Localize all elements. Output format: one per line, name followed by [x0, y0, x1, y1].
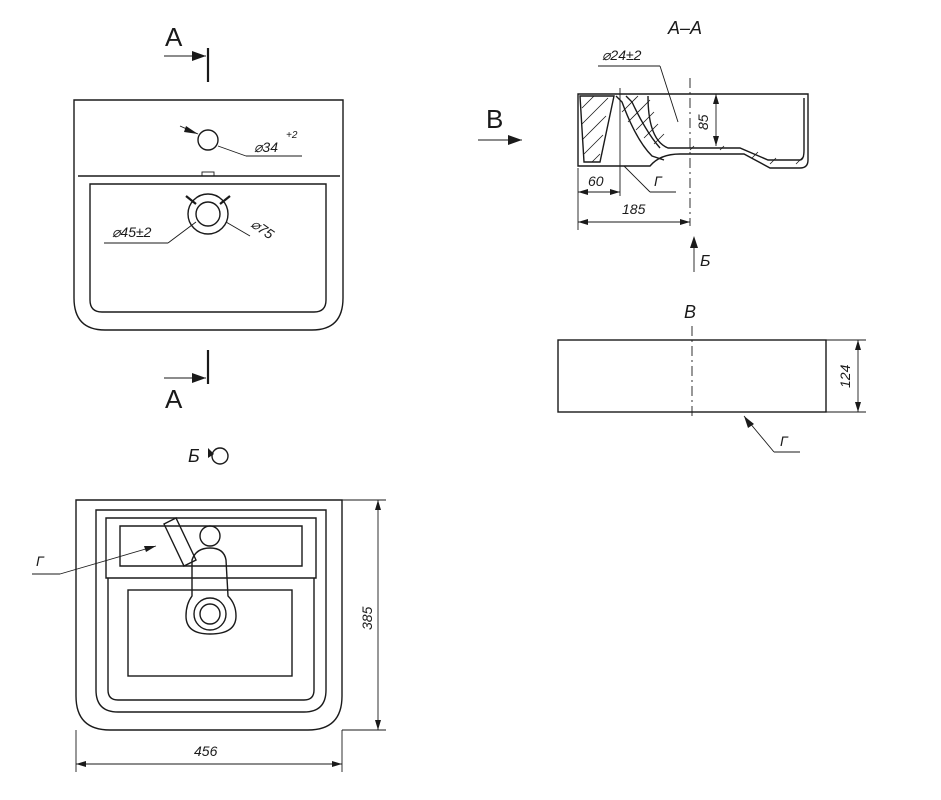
height-124-dim: 124	[837, 364, 853, 388]
view-arrow-label: В	[486, 104, 503, 134]
offset-60-dim: 60	[588, 173, 604, 189]
arrowhead	[855, 402, 861, 412]
overflow-channel	[615, 95, 665, 161]
arrowhead	[192, 51, 206, 61]
section-title: А–А	[667, 18, 702, 38]
overflow-channel-inner	[625, 95, 661, 149]
overflow-slot	[201, 171, 215, 177]
faucet-hole-tol: +2	[286, 130, 298, 141]
hatched-wall	[579, 95, 615, 163]
drain-outlet	[193, 597, 227, 631]
faucet-hole-bottom	[199, 525, 221, 547]
leader	[59, 545, 157, 575]
section-mark-top: А	[165, 22, 183, 52]
faucet-hole-dim: ⌀34	[254, 139, 278, 155]
arrowhead	[332, 761, 342, 767]
depth-dim: 85	[695, 114, 711, 130]
bowl-bottom	[107, 578, 315, 701]
arrowhead	[713, 136, 719, 146]
leader	[219, 195, 231, 205]
width-456-dim: 456	[194, 743, 218, 759]
top-plan-view: А А ⌀34 +2 ⌀45±2 ⌀75	[73, 22, 344, 414]
arrowhead	[144, 546, 156, 552]
g-view-b-label: Г	[780, 433, 789, 449]
leader	[659, 65, 679, 123]
view-b-title: В	[684, 302, 696, 322]
rotation-symbol-icon	[211, 447, 229, 465]
overflow-hole-dim: ⌀24±2	[602, 47, 642, 63]
bottom-outline	[75, 499, 343, 731]
arrowhead	[690, 236, 698, 248]
arrowhead	[375, 500, 381, 510]
hatching	[581, 95, 805, 165]
bowl-profile	[647, 95, 805, 161]
faucet-hole	[197, 129, 219, 151]
arrowhead	[744, 416, 754, 428]
section-a-a: А–А В	[478, 18, 809, 272]
leader	[623, 165, 651, 193]
leader	[225, 221, 251, 237]
arrowhead	[508, 135, 522, 145]
arrowhead	[578, 189, 588, 195]
section-arrow-label: Б	[700, 253, 710, 270]
overflow-tube	[163, 517, 197, 567]
drain-body	[185, 547, 237, 635]
bottom-view: Б Г 385	[32, 446, 386, 772]
offset-185-dim: 185	[622, 201, 646, 217]
g-bottom-label: Г	[36, 553, 45, 569]
arrowhead	[375, 720, 381, 730]
arrowhead	[192, 373, 206, 383]
rim-slot	[105, 517, 317, 579]
section-outline	[577, 93, 809, 169]
leader	[185, 195, 197, 205]
drain-ring	[187, 193, 229, 235]
arrowhead	[610, 189, 620, 195]
rim-slot-inner	[119, 525, 303, 567]
drain-hole	[195, 201, 221, 227]
drain-outlet-inner	[199, 603, 221, 625]
view-b: В 124 Г	[557, 302, 866, 453]
arrowhead	[855, 340, 861, 350]
arrowhead	[680, 219, 690, 225]
bottom-inner-rim	[95, 509, 327, 713]
arrowhead	[713, 94, 719, 104]
section-mark-bottom: А	[165, 384, 183, 414]
leader	[167, 221, 197, 244]
arrowhead	[76, 761, 86, 767]
bottom-view-title: Б	[188, 446, 200, 466]
bowl-inner	[89, 183, 327, 313]
leader	[217, 145, 247, 157]
bowl-base	[127, 589, 293, 677]
drain-ring-dim: ⌀75	[248, 215, 277, 242]
g-section-label: Г	[654, 173, 663, 189]
arrowhead	[184, 126, 198, 134]
rotation-arrow-icon	[208, 448, 214, 458]
arrowhead	[578, 219, 588, 225]
length-385-dim: 385	[359, 606, 375, 630]
sink-outline	[73, 99, 344, 331]
drain-hole-dim: ⌀45±2	[112, 224, 152, 240]
